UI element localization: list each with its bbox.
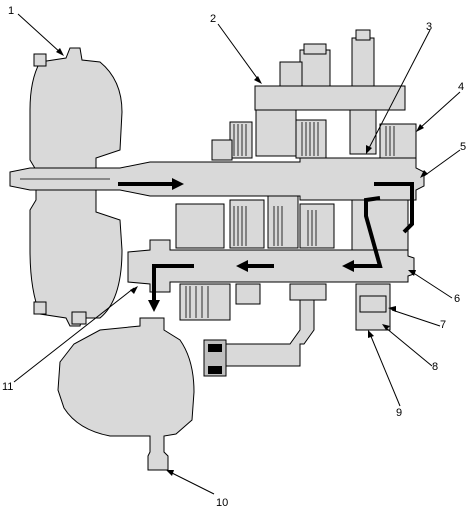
upper-clutch-packs (211, 119, 417, 161)
power-flow-path (118, 178, 414, 312)
callout-5: 5 (460, 141, 466, 153)
callout-2: 2 (210, 13, 216, 25)
callout-9: 9 (396, 407, 402, 419)
mainshaft (9, 157, 425, 201)
middle-gear-assembly (175, 195, 409, 251)
upper-shaft (254, 29, 406, 157)
flow-path-to-differential (152, 264, 194, 304)
lower-gear-assembly (179, 283, 391, 331)
differential (57, 317, 195, 471)
callout-6: 6 (454, 293, 460, 305)
callout-11: 11 (2, 381, 13, 393)
callout-8: 8 (432, 361, 438, 373)
callout-7: 7 (440, 319, 446, 331)
flow-path-right-turn (374, 182, 414, 234)
park-linkage (203, 299, 315, 377)
leader-lines (13, 13, 461, 495)
callout-4: 4 (458, 81, 464, 93)
flow-path-down (350, 196, 383, 268)
callout-1: 1 (8, 5, 14, 17)
callout-3: 3 (426, 21, 432, 33)
callout-labels: 1 2 3 4 5 6 7 8 9 10 11 (2, 5, 466, 509)
callout-10: 10 (216, 497, 228, 509)
